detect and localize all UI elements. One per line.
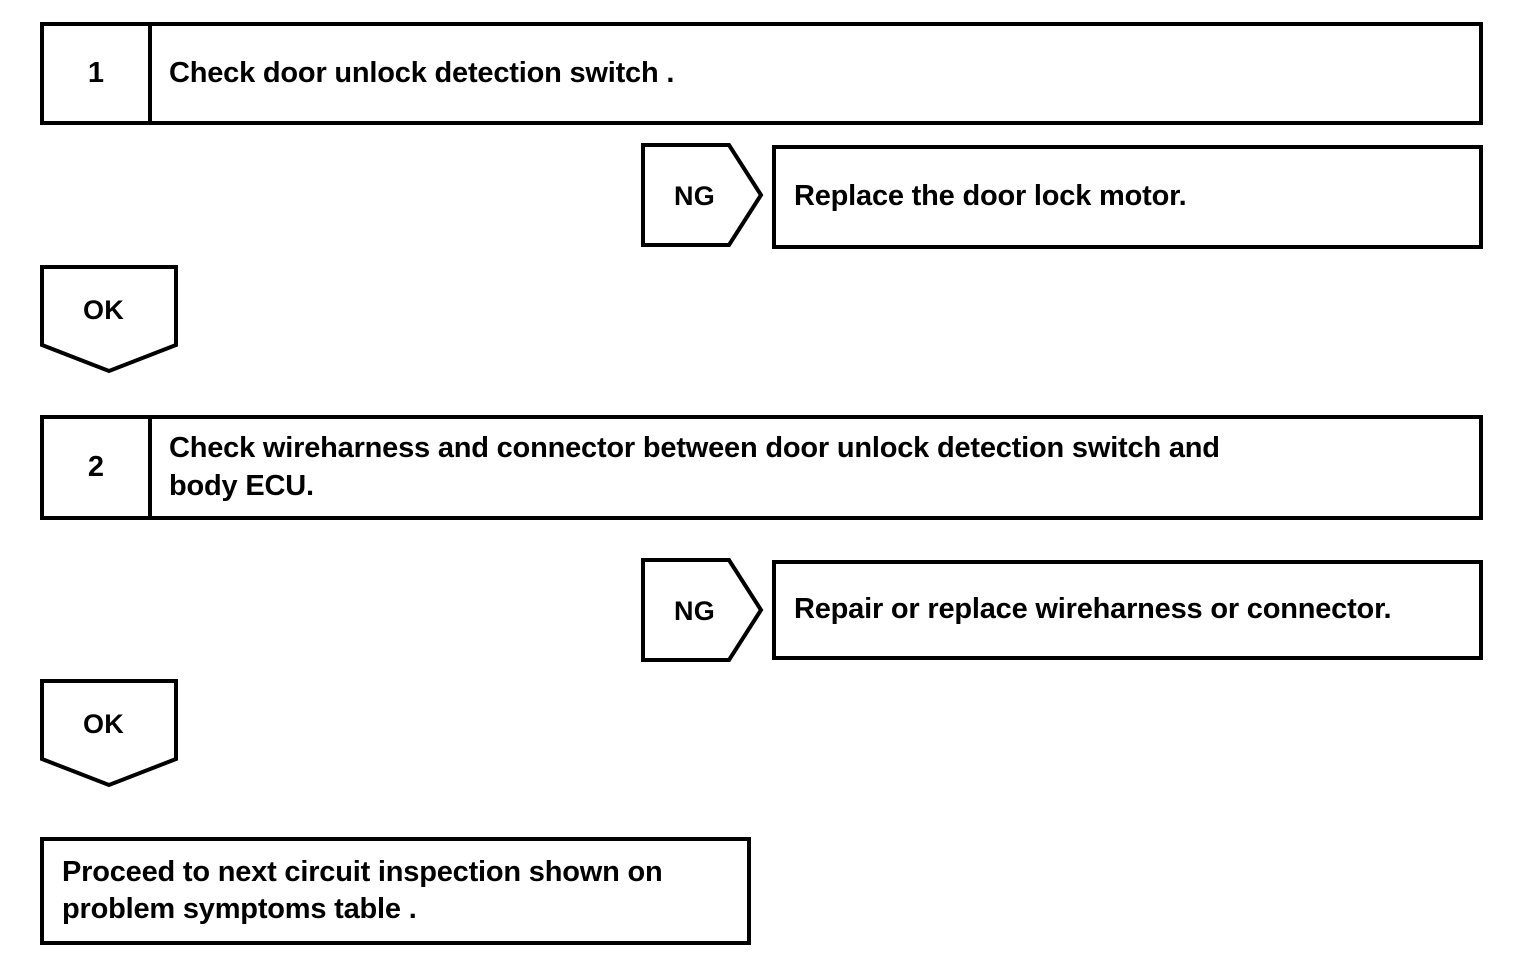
step-number-1: 1 [87, 57, 105, 89]
step-text-cell-1: Check door unlock detection switch . [152, 26, 1479, 121]
ok-arrow-shape-1 [40, 265, 178, 374]
ok-arrow-label-1: OK [83, 295, 125, 325]
ok-arrow-2: OK [40, 679, 180, 789]
ng-arrow-shape-2 [641, 558, 764, 662]
step-instruction-1: Check door unlock detection switch . [169, 56, 675, 89]
ng-result-box-1: Replace the door lock motor. [772, 145, 1483, 249]
step-box-1: 1 Check door unlock detection switch . [40, 22, 1483, 125]
ok-arrow-1: OK [40, 265, 180, 375]
ng-result-box-2: Repair or replace wireharness or connect… [772, 560, 1483, 660]
ng-arrow-2: NG [641, 558, 764, 662]
ok-arrow-label-2: OK [83, 709, 125, 739]
ng-result-text-2: Repair or replace wireharness or connect… [794, 593, 1392, 626]
ng-arrow-label-2: NG [674, 596, 716, 626]
ng-result-text-1: Replace the door lock motor. [794, 180, 1187, 213]
step-number-2: 2 [87, 451, 105, 483]
step-box-2: 2 Check wireharness and connector betwee… [40, 415, 1483, 520]
ng-arrow-shape-1 [641, 143, 764, 247]
ng-arrow-label-1: NG [674, 181, 716, 211]
step-text-cell-2: Check wireharness and connector between … [152, 419, 1479, 516]
step-instruction-2: Check wireharness and connector between … [169, 432, 1220, 502]
step-number-cell-2: 2 [44, 419, 152, 516]
final-result-text: Proceed to next circuit inspection shown… [62, 855, 663, 925]
ok-arrow-shape-2 [40, 679, 178, 788]
ng-arrow-1: NG [641, 143, 764, 247]
step-number-cell-1: 1 [44, 26, 152, 121]
final-result-box: Proceed to next circuit inspection shown… [40, 837, 751, 945]
